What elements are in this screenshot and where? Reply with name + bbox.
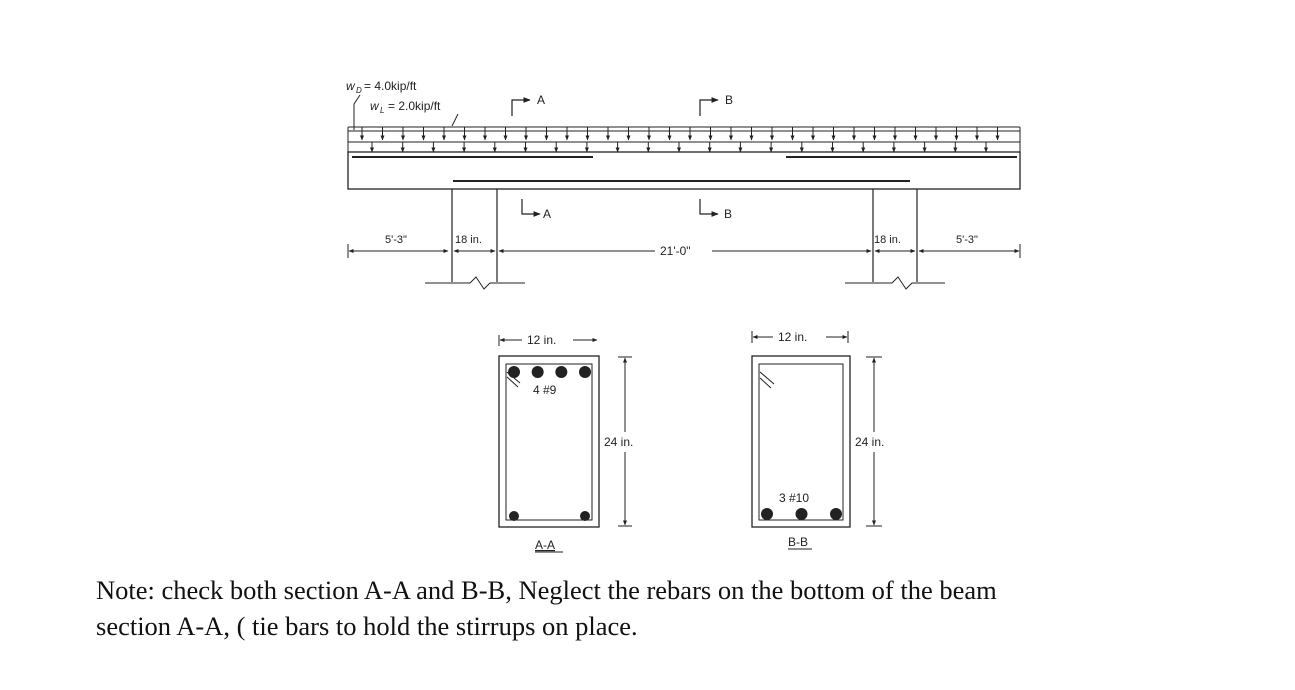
bb-height-label: 24 in. [855, 435, 884, 449]
rebar [508, 366, 520, 378]
bb-width-label: 12 in. [778, 330, 807, 344]
dead-load-label: w D = 4.0kip/ft [346, 79, 417, 95]
aa-top-rebars [508, 366, 591, 378]
bb-title: B-B [788, 535, 808, 549]
aa-stirrup [505, 363, 593, 521]
svg-text:L: L [380, 106, 384, 115]
svg-text:= 2.0kip/ft: = 2.0kip/ft [388, 99, 441, 113]
dim-overhang-left: 5'-3" [385, 234, 407, 246]
live-load-label: w L = 2.0kip/ft [370, 99, 441, 115]
svg-text:D: D [356, 86, 362, 95]
note-line-1: Note: check both section A-A and B-B, Ne… [96, 575, 997, 605]
aa-bottom-rebars [509, 511, 590, 521]
beam-diagram: w D = 4.0kip/ft w L = 2.0kip/ft A B [346, 79, 1021, 553]
rebar [509, 511, 519, 521]
cut-a-top: A [511, 93, 545, 116]
aa-title: A-A [535, 538, 555, 552]
rebar [795, 508, 808, 520]
support-left [425, 189, 525, 290]
bb-stirrup-hook [759, 371, 775, 389]
svg-text:w: w [370, 99, 380, 113]
aa-concrete-outline [498, 355, 600, 528]
svg-text:B: B [725, 93, 733, 107]
cut-b-top: B [699, 93, 733, 116]
dead-load-arrows [360, 127, 1000, 141]
bb-bottom-rebars [761, 508, 842, 520]
aa-height-label: 24 in. [604, 435, 633, 449]
rebar [579, 366, 591, 378]
problem-note: Note: check both section A-A and B-B, Ne… [96, 572, 1276, 644]
dim-span: 21'-0" [660, 244, 691, 258]
svg-text:w: w [346, 79, 356, 93]
aa-width-label: 12 in. [527, 333, 556, 347]
dead-load-leader [353, 94, 361, 130]
bb-concrete-outline [751, 355, 851, 528]
bb-rebar-label: 3 #10 [779, 491, 809, 505]
rebar [555, 366, 568, 378]
note-line-2: section A-A, ( tie bars to hold the stir… [96, 611, 638, 641]
beam-body [347, 151, 1021, 190]
support-right [845, 189, 945, 290]
live-load-arrows [370, 142, 988, 153]
bb-stirrup [758, 363, 844, 521]
dim-support-right: 18 in. [874, 234, 901, 246]
dimension-line [347, 244, 1021, 258]
svg-text:B: B [724, 207, 732, 221]
section-aa: 12 in. 4 #9 24 in. A-A [498, 333, 633, 553]
live-load-leader [451, 113, 459, 127]
svg-text:A: A [543, 207, 551, 221]
rebar [761, 508, 773, 520]
cut-b-bottom: B [699, 199, 732, 221]
cut-a-bottom: A [521, 199, 551, 221]
svg-text:= 4.0kip/ft: = 4.0kip/ft [364, 79, 417, 93]
rebar [580, 511, 590, 521]
section-bb: 12 in. 3 #10 24 in. B-B [751, 330, 884, 550]
aa-rebar-label: 4 #9 [533, 383, 557, 397]
rebar [531, 366, 544, 378]
dim-overhang-right: 5'-3" [956, 234, 978, 246]
dim-support-left: 18 in. [455, 234, 482, 246]
svg-text:A: A [537, 93, 545, 107]
rebar [830, 508, 842, 520]
